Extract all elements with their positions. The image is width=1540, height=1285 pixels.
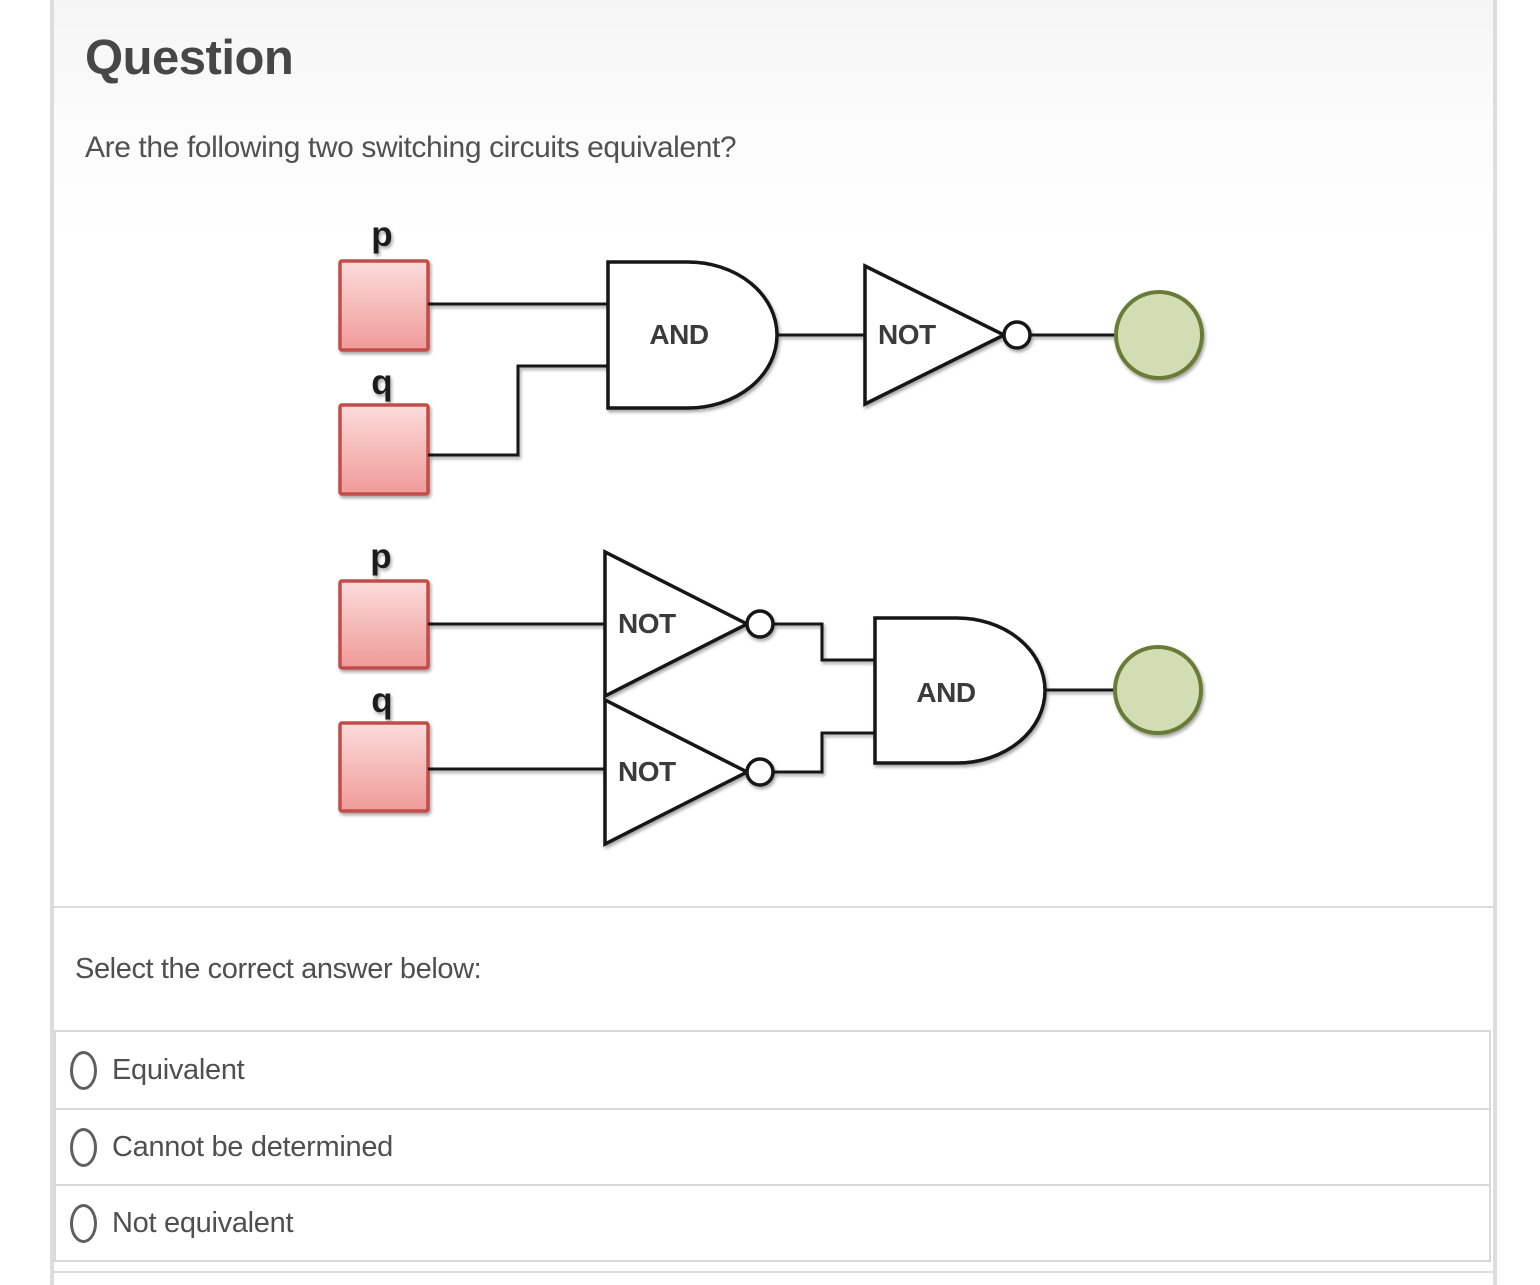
radio-button[interactable] xyxy=(70,1050,97,1090)
circuit1-input-q-switch xyxy=(338,403,430,496)
inverter-bubble xyxy=(745,757,775,787)
circuit1-input-p-label: p xyxy=(371,215,392,254)
next-section-border xyxy=(54,1271,1493,1273)
not-gate-label: NOT xyxy=(878,319,936,350)
not-gate xyxy=(863,263,1008,407)
circuit-diagrams: p q AND NOT p q NOT xyxy=(338,215,1204,847)
not-gate-label: NOT xyxy=(618,756,676,787)
question-text: Are the following two switching circuits… xyxy=(85,131,737,164)
page-title: Question xyxy=(85,31,294,85)
circuit1-input-q-label: q xyxy=(371,363,392,402)
output-lamp xyxy=(1113,645,1203,735)
and-gate-label: AND xyxy=(916,677,975,708)
option-row-cannot-be-determined[interactable]: Cannot be determined xyxy=(56,1108,1489,1184)
section-divider xyxy=(54,906,1493,908)
inverter-bubble xyxy=(745,609,775,639)
radio-button[interactable] xyxy=(70,1127,97,1167)
radio-button[interactable] xyxy=(70,1203,97,1243)
wire xyxy=(773,731,875,774)
circuit2-input-p-label: p xyxy=(370,537,391,576)
wire xyxy=(428,364,608,457)
circuit1-input-p-switch xyxy=(338,259,430,352)
answer-options-list: Equivalent Cannot be determined Not equi… xyxy=(54,1030,1491,1262)
not-gate xyxy=(603,549,751,699)
circuit2-input-q-label: q xyxy=(371,681,392,720)
question-card: Question Are the following two switching… xyxy=(50,0,1497,1285)
output-lamp xyxy=(1114,290,1204,380)
option-label: Not equivalent xyxy=(112,1206,294,1239)
and-gate xyxy=(606,260,779,410)
option-label: Equivalent xyxy=(112,1053,245,1086)
and-gate xyxy=(873,616,1047,765)
not-gate-label: NOT xyxy=(618,608,676,639)
not-gate xyxy=(603,697,751,847)
circuit-2: p q NOT NOT AND xyxy=(338,537,1203,847)
option-row-not-equivalent[interactable]: Not equivalent xyxy=(56,1184,1489,1260)
and-gate-label: AND xyxy=(649,319,708,350)
answer-prompt: Select the correct answer below: xyxy=(75,953,482,985)
option-row-equivalent[interactable]: Equivalent xyxy=(56,1032,1489,1108)
option-label: Cannot be determined xyxy=(112,1130,393,1163)
circuit2-input-p-switch xyxy=(338,579,430,670)
circuit-1: p q AND NOT xyxy=(338,215,1204,496)
circuit2-input-q-switch xyxy=(338,721,430,813)
wire xyxy=(773,622,875,662)
inverter-bubble xyxy=(1002,320,1032,350)
